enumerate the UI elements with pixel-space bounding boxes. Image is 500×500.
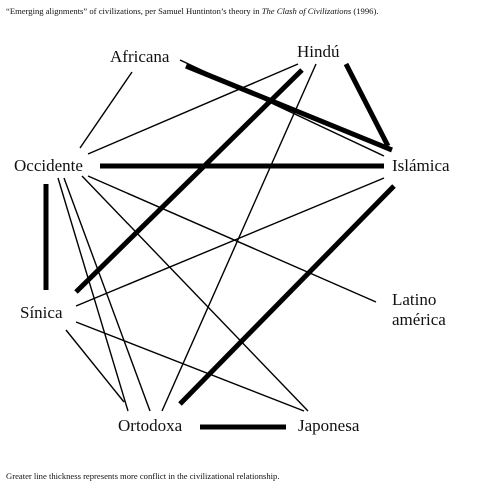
edge-hindu-occidente <box>87 63 299 155</box>
caption-book-title: The Clash of Civilizations <box>261 6 352 16</box>
node-occidente: Occidente <box>14 156 83 175</box>
caption-text: of civilizations, per Samuel Huntinton’s… <box>87 6 262 16</box>
edge-africana-occidente <box>79 71 133 149</box>
node-japonesa: Japonesa <box>298 416 360 435</box>
diagram-caption: “Emerging alignments” of civilizations, … <box>6 6 494 17</box>
edge-islamica-sinica <box>75 177 385 307</box>
node-sinica: Sínica <box>20 303 63 322</box>
node-ortodoxa: Ortodoxa <box>118 416 183 435</box>
edge-occidente-ortodoxa-inner <box>57 177 129 412</box>
node-islamica: Islámica <box>392 156 450 175</box>
caption-quote: “Emerging alignments” <box>6 6 88 16</box>
diagram-footer-note: Greater line thickness represents more c… <box>6 471 280 481</box>
edge-hindu-islamica <box>343 62 391 148</box>
edge-hindu-africana <box>185 63 393 153</box>
node-hindu: Hindú <box>297 42 340 61</box>
node-africana: Africana <box>110 47 170 66</box>
edge-hindu-ortodoxa <box>161 63 317 412</box>
edge-sinica-japonesa <box>75 321 305 412</box>
edge-sinica-ortodoxa <box>65 329 125 403</box>
edge-occidente-ortodoxa <box>63 177 151 412</box>
node-latino-line1: Latino <box>392 290 437 309</box>
edge-islamica-ortodoxa <box>178 184 396 406</box>
edge-occidente-latino-america <box>87 175 377 303</box>
node-latino-america: Latino américa <box>392 290 446 330</box>
caption-year: (1996). <box>351 6 379 16</box>
node-latino-line2: américa <box>392 310 446 329</box>
edge-occidente-japonesa <box>81 175 309 412</box>
edge-hindu-sinica <box>74 68 304 294</box>
